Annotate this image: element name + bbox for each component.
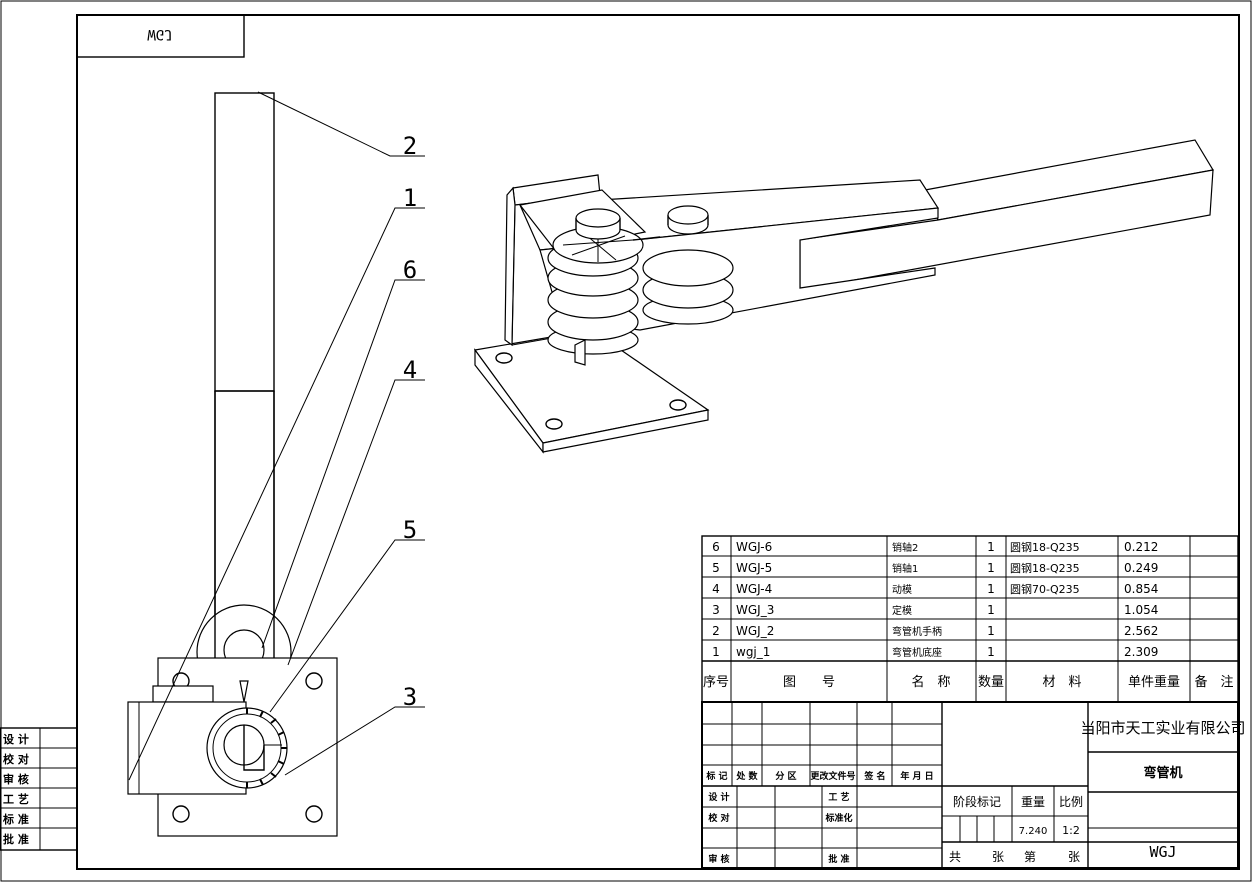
bom-rows: 6 WGJ-6 销轴2 1 圆钢18-Q235 0.212 5 WGJ-5 销轴… — [712, 540, 1158, 659]
signoff-approve: 批 准 — [828, 853, 849, 865]
rev-header-mark: 标 记 — [705, 770, 727, 782]
balloon-6: 6 — [403, 256, 417, 284]
balloon-5: 5 — [403, 516, 417, 544]
bom-seq: 2 — [712, 624, 720, 638]
bom-material: 圆钢18-Q235 — [1010, 541, 1080, 554]
rev-header-count: 处 数 — [735, 770, 758, 782]
bom-table-grid — [701, 535, 1239, 703]
bom-qty: 1 — [987, 582, 995, 596]
bom-weight: 0.249 — [1124, 561, 1158, 575]
left-signoff-6: 批 准 — [3, 832, 29, 846]
scale-ticks — [246, 708, 287, 788]
bom-name: 销轴2 — [892, 541, 918, 554]
handle-upper — [214, 92, 275, 392]
bom-qty: 1 — [987, 540, 995, 554]
bom-header-seq: 序号 — [703, 675, 729, 690]
bom-seq: 6 — [712, 540, 720, 554]
bom-name: 弯管机底座 — [892, 646, 942, 659]
base-hole-br — [305, 805, 323, 823]
title-block-grid — [701, 701, 1239, 869]
left-signoff-3: 审 核 — [3, 772, 29, 786]
drawing-number: WGJ — [1149, 843, 1176, 861]
sheet-total-label: 共 — [949, 850, 961, 864]
bom-weight: 2.309 — [1124, 645, 1158, 659]
bom-header-qty: 数量 — [978, 675, 1004, 690]
rev-header-doc: 更改文件号 — [810, 770, 855, 782]
weight-label: 重量 — [1021, 795, 1045, 809]
rev-header-zone: 分 区 — [775, 770, 796, 782]
left-signoff-strip — [0, 727, 78, 851]
bom-name: 动模 — [892, 584, 912, 596]
signoff-design: 设 计 — [708, 791, 729, 803]
left-signoff-2: 校 对 — [3, 752, 29, 766]
bom-seq: 4 — [712, 582, 720, 596]
left-signoff-1: 设 计 — [3, 732, 29, 746]
signoff-process: 工 艺 — [828, 791, 849, 803]
bom-weight: 0.212 — [1124, 540, 1158, 554]
sheet-unit-1: 张 — [992, 850, 1004, 864]
bom-header-name: 名 称 — [911, 674, 950, 690]
balloon-2: 2 — [403, 132, 417, 160]
bom-code: WGJ_3 — [736, 603, 774, 617]
bom-header-material: 材 料 — [1042, 675, 1081, 690]
clamp-top — [152, 685, 214, 703]
signoff-standard: 标准化 — [824, 812, 852, 824]
bom-weight: 2.562 — [1124, 624, 1158, 638]
bom-name: 弯管机手柄 — [892, 625, 942, 638]
bom-header-code: 图 号 — [783, 675, 835, 690]
bom-material: 圆钢70-Q235 — [1010, 583, 1080, 596]
bom-code: WGJ-5 — [736, 561, 772, 575]
rev-header-sign: 签 名 — [863, 770, 885, 782]
signoff-check: 校 对 — [708, 812, 729, 824]
bom-name: 定模 — [892, 604, 912, 617]
sheet-number-label: 第 — [1024, 850, 1036, 864]
bom-weight: 0.854 — [1124, 582, 1158, 596]
mirrored-code: WGJ — [147, 26, 172, 42]
bom-seq: 5 — [712, 561, 720, 575]
base-hole-bl — [172, 805, 190, 823]
bom-code: WGJ-6 — [736, 540, 772, 554]
rev-header-date: 年 月 日 — [900, 770, 933, 782]
left-signoff-5: 标 准 — [2, 812, 29, 826]
bom-qty: 1 — [987, 645, 995, 659]
left-signoff-4: 工 艺 — [3, 792, 29, 806]
bom-code: wgj_1 — [736, 645, 770, 659]
front-view — [127, 92, 338, 837]
code-box — [76, 14, 245, 58]
pointer-triangle — [239, 680, 249, 703]
bom-code: WGJ_2 — [736, 624, 774, 638]
bom-header-weight: 单件重量 — [1128, 674, 1180, 690]
bom-material: 圆钢18-Q235 — [1010, 562, 1080, 575]
bom-header-note: 备 注 — [1194, 674, 1233, 690]
revision-headers: 标 记 处 数 分 区 更改文件号 签 名 年 月 日 — [705, 770, 933, 782]
company-name: 当阳市天工实业有限公司 — [1080, 719, 1245, 737]
drawing-frame — [76, 14, 1240, 870]
bom-qty: 1 — [987, 624, 995, 638]
balloon-4: 4 — [403, 356, 417, 384]
balloon-3: 3 — [403, 683, 417, 711]
stage-label: 阶段标记 — [953, 794, 1001, 809]
bom-code: WGJ-4 — [736, 582, 772, 596]
bom-name: 销轴1 — [892, 562, 918, 575]
balloon-1: 1 — [403, 184, 417, 212]
bom-seq: 1 — [712, 645, 720, 659]
bom-weight: 1.054 — [1124, 603, 1158, 617]
base-hole-tr — [305, 672, 323, 690]
bom-qty: 1 — [987, 561, 995, 575]
sheet-unit-2: 张 — [1068, 850, 1080, 864]
bom-seq: 3 — [712, 603, 720, 617]
isometric-view — [473, 139, 1214, 454]
signoff-review: 审 核 — [708, 853, 729, 865]
leaders — [128, 91, 425, 781]
bom-header: 序号 图 号 名 称 数量 材 料 单件重量 备 注 — [703, 674, 1234, 690]
title-signoffs: 设 计 校 对 审 核 工 艺 标准化 批 准 — [708, 791, 852, 865]
bom-qty: 1 — [987, 603, 995, 617]
product-name: 弯管机 — [1143, 765, 1182, 781]
scale-value: 1:2 — [1062, 824, 1080, 837]
scale-label: 比例 — [1059, 795, 1083, 809]
weight-value: 7.240 — [1019, 826, 1048, 837]
